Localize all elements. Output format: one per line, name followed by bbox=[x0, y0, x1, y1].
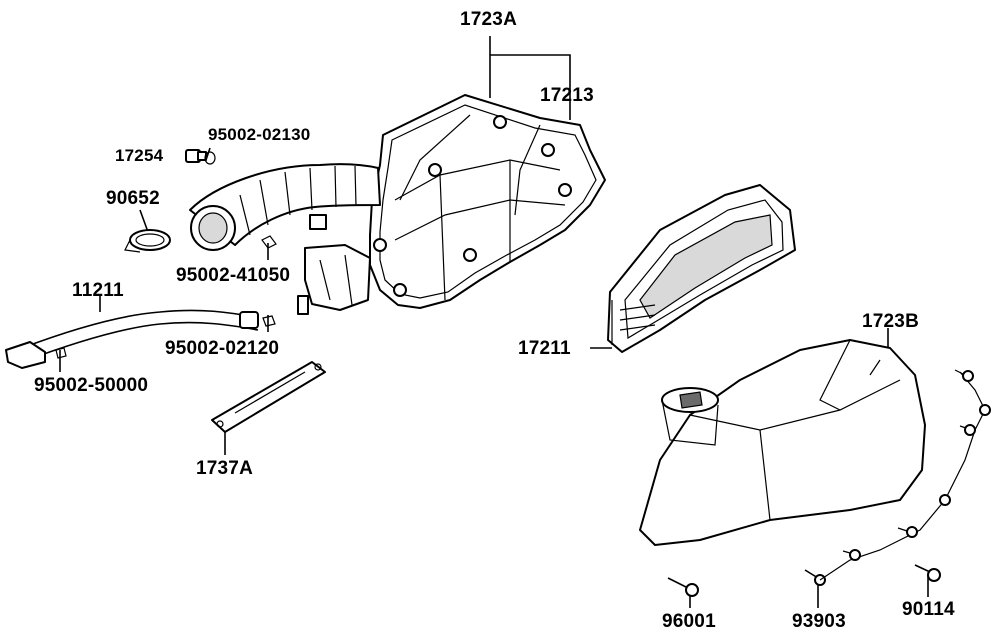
drain-hose bbox=[5, 309, 276, 369]
leader-lines bbox=[59, 36, 929, 608]
breather-box bbox=[297, 244, 371, 315]
intake-duct bbox=[189, 163, 381, 251]
label-1723B: 1723B bbox=[862, 311, 919, 332]
label-90114: 90114 bbox=[902, 599, 955, 620]
label-96001: 96001 bbox=[662, 611, 716, 632]
label-95002-02130: 95002-02130 bbox=[208, 125, 311, 144]
label-17213: 17213 bbox=[540, 85, 594, 106]
label-1737A: 1737A bbox=[196, 458, 253, 479]
label-11211: 11211 bbox=[72, 280, 124, 301]
strap-plate bbox=[211, 361, 326, 433]
screw-90114 bbox=[914, 564, 941, 582]
label-90652: 90652 bbox=[106, 188, 160, 209]
label-17211: 17211 bbox=[518, 338, 571, 359]
screw-96001 bbox=[667, 577, 699, 597]
air-cleaner-cover bbox=[639, 339, 926, 546]
filter-element bbox=[607, 184, 796, 353]
screw-93903 bbox=[804, 569, 826, 586]
label-95002-02120: 95002-02120 bbox=[165, 338, 280, 359]
air-cleaner-case bbox=[369, 94, 606, 309]
label-1723A: 1723A bbox=[460, 9, 517, 30]
label-95002-50000: 95002-50000 bbox=[34, 375, 149, 396]
small-parts-upper bbox=[124, 149, 277, 253]
label-17254: 17254 bbox=[115, 146, 164, 165]
screw-chain bbox=[819, 369, 991, 581]
label-93903: 93903 bbox=[792, 611, 846, 632]
screws bbox=[667, 369, 991, 597]
label-95002-41050: 95002-41050 bbox=[176, 265, 291, 286]
